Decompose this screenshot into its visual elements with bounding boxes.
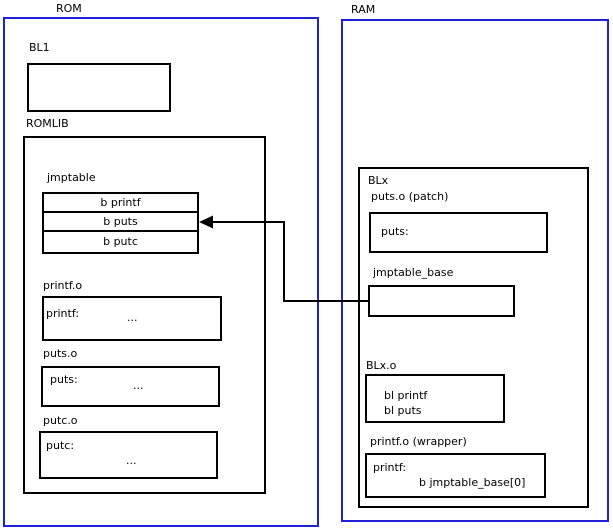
puts-o-box: puts: ... [41, 366, 220, 407]
blx-o-line-2: bl puts [384, 404, 422, 417]
jmptable-label: jmptable [47, 171, 96, 184]
rom-region-label: ROM [56, 2, 82, 15]
printf-wrapper-box: printf: b jmptable_base[0] [365, 453, 546, 498]
romlib-label: ROMLIB [26, 117, 69, 130]
printf-wrapper-symbol: printf: [373, 461, 407, 474]
puts-o-label: puts.o [43, 347, 78, 360]
jmptable-row-printf: b printf [42, 192, 199, 213]
putc-symbol: putc: [46, 439, 75, 452]
jmptable-row-puts: b puts [42, 211, 199, 232]
blx-o-label: BLx.o [366, 359, 397, 372]
jmptable-base-box [368, 285, 515, 317]
printf-o-box: printf: ... [42, 296, 222, 341]
puts-patch-label: puts.o (patch) [371, 190, 449, 203]
printf-wrapper-label: printf.o (wrapper) [370, 435, 467, 448]
printf-ellipsis: ... [127, 311, 138, 324]
blx-o-line-1: bl printf [384, 389, 428, 402]
puts-patch-symbol: puts: [381, 225, 409, 238]
blx-label: BLx [368, 174, 389, 187]
printf-wrapper-branch: b jmptable_base[0] [419, 476, 526, 489]
jmptable-row-putc: b putc [42, 230, 199, 254]
puts-patch-box: puts: [369, 212, 548, 253]
jmptable-box: b printf b puts b putc [42, 192, 199, 254]
putc-o-label: putc.o [43, 414, 78, 427]
printf-symbol: printf: [46, 307, 80, 320]
printf-o-label: printf.o [43, 279, 83, 292]
puts-ellipsis: ... [133, 379, 144, 392]
puts-symbol: puts: [50, 373, 78, 386]
bl1-box [27, 63, 171, 112]
jmptable-base-label: jmptable_base [373, 266, 454, 279]
bl1-label: BL1 [29, 41, 50, 54]
putc-ellipsis: ... [126, 454, 137, 467]
ram-region-label: RAM [351, 3, 376, 16]
blx-o-box: bl printf bl puts [365, 374, 505, 423]
putc-o-box: putc: ... [39, 431, 218, 479]
